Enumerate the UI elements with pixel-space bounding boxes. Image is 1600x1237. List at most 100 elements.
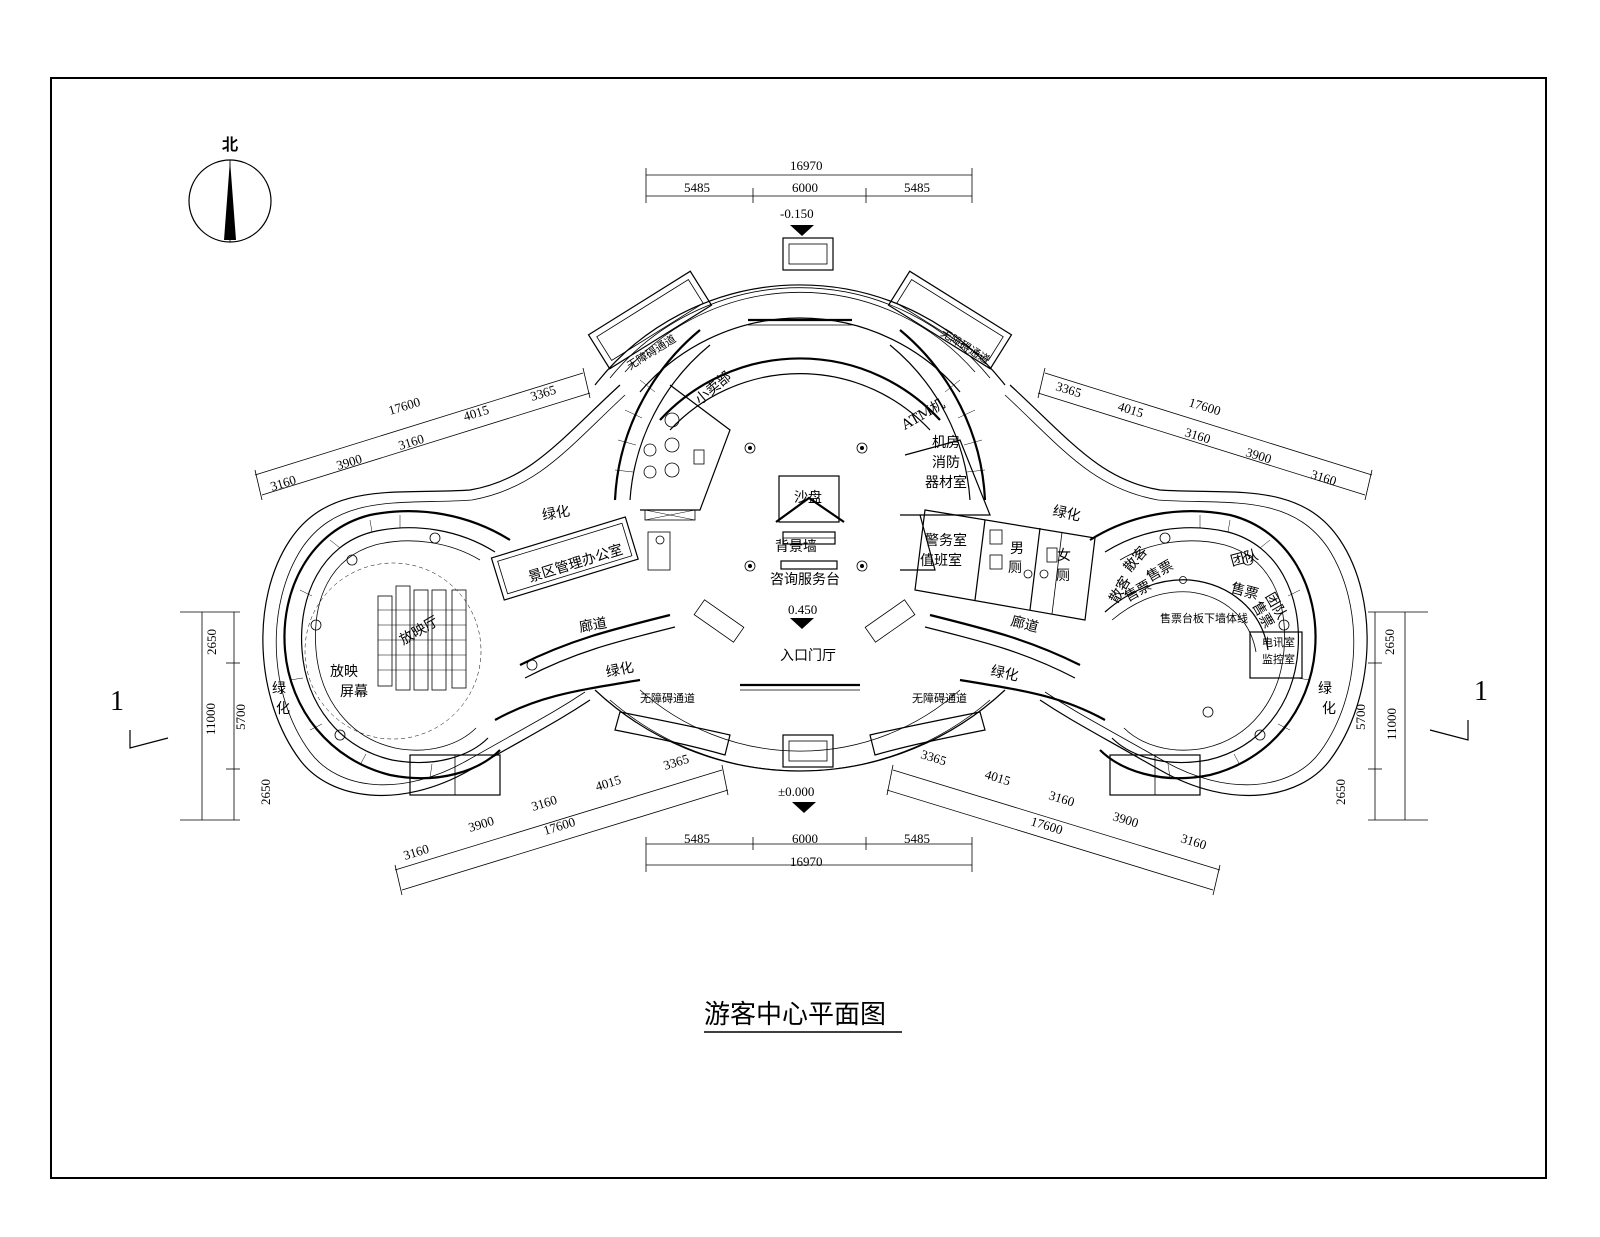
dim-se-e: 3160 [1179, 831, 1208, 853]
dim-top-total: 16970 [790, 158, 823, 173]
dim-ne-e: 3160 [1309, 467, 1338, 489]
dim-ne-b: 4015 [1116, 399, 1145, 421]
dim-left-a: 2650 [204, 629, 219, 655]
label-corridor-left: 廊道 [578, 614, 609, 636]
dim-top-c: 5485 [904, 180, 930, 195]
dim-right-c: 2650 [1333, 779, 1348, 805]
dim-top-b: 6000 [792, 180, 818, 195]
left-wing [283, 510, 538, 780]
left-corridor [409, 613, 676, 796]
dim-nw-total: 17600 [386, 394, 421, 418]
dim-se-b: 4015 [983, 767, 1012, 789]
label-male-1: 男 [1010, 541, 1024, 557]
label-corridor-right: 廊道 [1009, 612, 1040, 636]
dim-bottom-a: 5485 [684, 831, 710, 846]
dim-se-d: 3900 [1111, 809, 1140, 831]
inner-ring-walls [613, 329, 987, 501]
dim-nw-b: 3900 [334, 451, 363, 473]
dim-nw-e: 3365 [528, 382, 557, 404]
dim-bottom-b: 6000 [792, 831, 818, 846]
shop-room [640, 384, 731, 571]
dim-se-a: 3365 [919, 747, 948, 769]
label-male-2: 厕 [1008, 560, 1022, 576]
label-group-1: 团队 [1229, 547, 1260, 570]
label-police-1: 警务室 [925, 532, 967, 549]
label-telecom-1: 电讯室 [1262, 635, 1295, 649]
label-counter-line: 售票台板下墙体线 [1160, 611, 1248, 625]
dim-right-total: 11000 [1384, 708, 1399, 740]
label-police-2: 值班室 [920, 552, 962, 569]
label-female-2: 厕 [1056, 568, 1070, 584]
label-green-left-v1: 绿 [272, 681, 286, 697]
site-outline [262, 384, 1368, 796]
north-label: 北 [222, 135, 238, 154]
dim-left-c: 2650 [258, 779, 273, 805]
cinema-seats [377, 585, 467, 691]
dim-top [645, 168, 973, 203]
level-mid: 0.450 [788, 602, 817, 617]
dim-ne [1037, 367, 1373, 501]
label-bgwall: 背景墙 [775, 539, 817, 555]
label-green-ne: 绿化 [1051, 503, 1082, 524]
label-accessible-sw: 无障碍通道 [640, 691, 695, 705]
label-screen-1: 放映 [330, 664, 358, 680]
level-arrows [790, 225, 816, 813]
dim-top-a: 5485 [684, 180, 710, 195]
ramp-top-left [587, 270, 713, 370]
label-accessible-ne: 无障碍通道 [938, 326, 992, 367]
label-female-1: 女 [1057, 547, 1071, 564]
dim-nw-c: 3160 [396, 431, 425, 453]
label-fire-2: 器材室 [925, 474, 967, 491]
drawing-frame [50, 77, 1547, 1179]
lobby-sofas [693, 599, 916, 643]
right-wing [1089, 510, 1317, 796]
label-cinema: 放映厅 [397, 614, 441, 649]
dim-nw [254, 367, 591, 501]
office-block [490, 516, 639, 601]
north-arrow: 北 [188, 135, 272, 243]
label-green-sw: 绿化 [605, 659, 636, 680]
label-green-right-v1: 绿 [1318, 681, 1332, 697]
label-machine-room: 机房 [932, 435, 960, 451]
dim-left [180, 611, 240, 821]
label-green-se: 绿化 [989, 663, 1020, 684]
dim-bottom-total: 16970 [790, 854, 823, 869]
right-corridor [924, 613, 1106, 721]
dim-se-c: 3160 [1047, 788, 1076, 810]
section-label-left: 1 [110, 686, 124, 717]
label-info-desk: 咨询服务台 [770, 572, 840, 588]
dim-nw-d: 4015 [461, 402, 490, 424]
level-top: -0.150 [780, 206, 814, 221]
label-telecom-2: 监控室 [1262, 652, 1295, 666]
dim-ne-total: 17600 [1187, 395, 1222, 419]
label-green-left-v2: 化 [276, 701, 290, 717]
dim-sw-total: 17600 [541, 814, 576, 838]
dim-right-a: 2650 [1382, 629, 1397, 655]
dim-sw-e: 3365 [661, 751, 690, 773]
label-green-nw: 绿化 [541, 503, 571, 524]
label-fire-1: 消防 [932, 455, 960, 471]
ramp-bottom-left [614, 711, 731, 756]
ramp-bottom-right [869, 711, 986, 756]
label-green-right-v2: 化 [1322, 701, 1336, 717]
restroom-block [914, 509, 1096, 621]
label-atm: ATM机 [898, 396, 948, 434]
label-group-2: 售票 [1229, 580, 1260, 603]
dim-nw-a: 3160 [268, 472, 297, 494]
central-rotunda [594, 237, 1006, 772]
dim-right [1368, 611, 1428, 821]
hall-columns [744, 442, 868, 572]
dim-left-b: 5700 [233, 704, 248, 730]
dim-left-total: 11000 [203, 703, 218, 735]
dim-sw [394, 764, 729, 896]
dim-sw-b: 3900 [466, 813, 495, 835]
label-sandtable: 沙盘 [794, 489, 822, 506]
label-scatter-4: 售票 [1144, 558, 1176, 586]
dim-bottom-c: 5485 [904, 831, 930, 846]
ramp-top-right [887, 270, 1013, 370]
dim-right-b: 5700 [1353, 704, 1368, 730]
label-screen-2: 屏幕 [340, 684, 368, 700]
level-bottom: ±0.000 [778, 784, 814, 799]
section-mark-right: 1 [1429, 676, 1488, 741]
